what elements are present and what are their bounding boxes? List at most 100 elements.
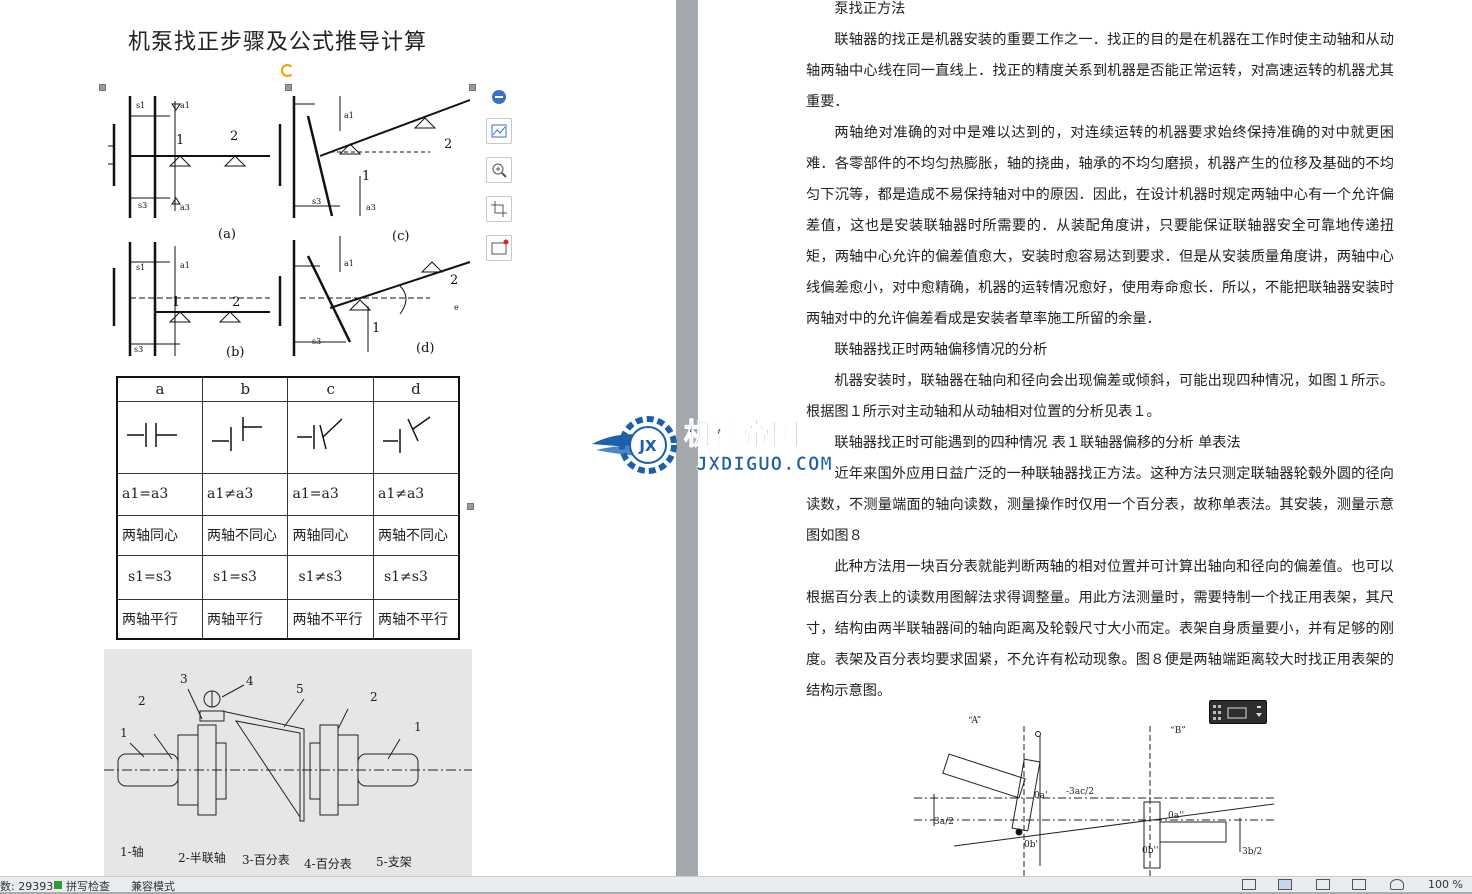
svg-text:(b): (b) (226, 345, 244, 360)
section-heading: 联轴器找正时可能遇到的四种情况 表１联轴器偏移的分析 单表法 (834, 435, 1241, 451)
outline-view-icon[interactable] (1316, 879, 1330, 890)
image-floating-toolbar (486, 90, 516, 274)
figure-label: -3ac/2 (1066, 787, 1094, 797)
table-cell: 两轴不平行 (287, 598, 374, 640)
table-header: c (287, 376, 374, 402)
figure-label: “B” (1170, 725, 1186, 736)
svg-text:2: 2 (232, 295, 240, 310)
figure-label: 0a'' (1168, 811, 1184, 821)
table-header: d (372, 376, 460, 402)
legend-item: 3-百分表 (242, 853, 290, 867)
svg-text:s3: s3 (138, 201, 147, 210)
resize-handle[interactable] (99, 84, 106, 91)
paragraph: 机器安装时，联轴器在轴向和径向会出现偏差或倾斜，可能出现四种情况，如图１所示。根… (806, 373, 1394, 420)
section-heading: 泵找正方法 (834, 1, 906, 17)
table-cell: s1=s3 (201, 554, 289, 600)
document-page-right[interactable]: 泵找正方法 联轴器的找正是机器安装的重要工作之一．找正的目的是在机器在工作时使主… (698, 0, 1472, 876)
rotate-handle-icon[interactable] (281, 64, 294, 77)
table-cell: a1≠a3 (201, 472, 289, 516)
table-header: b (201, 376, 289, 402)
svg-text:a3: a3 (366, 203, 376, 212)
input-method-widget[interactable] (1209, 700, 1267, 724)
table-cell: s1≠s3 (287, 554, 374, 600)
table-cell: 两轴不同心 (201, 514, 289, 556)
figure-label: 0a' (1034, 791, 1048, 801)
table-cell: a1=a3 (116, 472, 203, 516)
paragraph: 联轴器的找正是机器安装的重要工作之一．找正的目的是在机器在工作时使主动轴和从动轴… (806, 32, 1394, 110)
document-page-left[interactable]: 机泵找正步骤及公式推导计算 (0, 0, 676, 876)
figure-label: 0b' (1024, 840, 1038, 850)
part-number: 2 (370, 690, 378, 704)
part-number: 4 (246, 674, 254, 688)
figure-label: 3b/2 (1242, 847, 1262, 857)
coupling-symbol-c (287, 400, 374, 474)
figure-label: “A” (968, 715, 981, 726)
table-cell: s1=s3 (116, 554, 203, 600)
svg-text:s3: s3 (312, 337, 321, 346)
table-cell: 两轴同心 (116, 514, 203, 556)
table-cell: a1≠a3 (372, 472, 460, 516)
svg-text:s1: s1 (136, 263, 145, 272)
watermark-title: 机械帝国 (684, 417, 800, 451)
alignment-table: a b c d a1=a3 a1≠a3 a1=a3 a1≠a3 两轴同心 两轴不… (116, 376, 460, 640)
layout-options-icon[interactable] (486, 118, 512, 144)
part-number: 3 (180, 672, 188, 686)
table-cell: 两轴不平行 (372, 598, 460, 640)
crop-icon[interactable] (486, 196, 512, 222)
watermark-logo: JX 机械帝国 JXDIGUO.COM (592, 416, 833, 475)
zoom-in-icon[interactable] (486, 157, 512, 183)
fullscreen-view-icon[interactable] (1242, 879, 1256, 890)
svg-text:1: 1 (176, 133, 184, 148)
resize-handle[interactable] (469, 84, 476, 91)
svg-text:a1: a1 (180, 261, 190, 270)
section-heading: 联轴器找正时两轴偏移情况的分析 (834, 342, 1048, 358)
svg-text:s3: s3 (312, 197, 321, 206)
figure-label: 3a/2 (934, 817, 954, 827)
table-header: a (116, 376, 203, 402)
table-cell: 两轴不同心 (372, 514, 460, 556)
part-number: 1 (414, 720, 422, 734)
resize-handle[interactable] (285, 84, 292, 91)
web-view-icon[interactable] (1352, 879, 1366, 890)
svg-text:1: 1 (362, 169, 370, 184)
part-number: 1 (120, 726, 128, 740)
watermark-badge: JX (638, 437, 657, 455)
part-number: 2 (138, 694, 146, 708)
coupling-symbol-a (116, 400, 203, 474)
compat-mode-label: 兼容模式 (131, 880, 175, 893)
coupling-dial-figure[interactable]: 1 2 3 4 5 2 1 1-轴 2-半联轴 3-百分表 4-百分表 5-支架 (104, 649, 472, 876)
svg-text:(c): (c) (392, 229, 409, 244)
svg-text:2: 2 (230, 129, 238, 144)
figure-label: 0b'' (1142, 846, 1158, 856)
collapse-icon[interactable] (492, 90, 506, 104)
word-count[interactable]: 数: 29393 (0, 880, 54, 893)
legend-item: 4-百分表 (304, 857, 352, 871)
body-text: 泵找正方法 联轴器的找正是机器安装的重要工作之一．找正的目的是在机器在工作时使主… (806, 0, 1394, 707)
svg-text:a1: a1 (180, 101, 190, 110)
watermark-url: JXDIGUO.COM (696, 453, 833, 475)
svg-text:2: 2 (450, 273, 458, 288)
legend-item: 1-轴 (120, 844, 144, 859)
status-bar: 数: 29393 拼写检查 兼容模式 100 % (0, 876, 1472, 893)
page-title: 机泵找正步骤及公式推导计算 (128, 30, 428, 55)
document-workspace: 机泵找正步骤及公式推导计算 (0, 0, 1472, 876)
svg-text:a3: a3 (180, 203, 190, 212)
svg-text:s3: s3 (134, 345, 143, 354)
paragraph: 此种方法用一块百分表就能判断两轴的相对位置并可计算出轴向和径向的偏差值。也可以根… (806, 559, 1394, 699)
page-view-icon[interactable] (1278, 879, 1292, 890)
legend-item: 2-半联轴 (178, 850, 226, 865)
svg-text:a1: a1 (344, 259, 354, 268)
svg-text:(a): (a) (218, 227, 236, 242)
reading-mode-icon[interactable] (1390, 879, 1404, 890)
border-frame-icon[interactable] (486, 235, 512, 261)
table-cell: s1≠s3 (372, 554, 460, 600)
zoom-level[interactable]: 100 % (1428, 878, 1463, 891)
spell-check-toggle[interactable]: 拼写检查 (66, 880, 110, 893)
single-dial-method-figure[interactable]: “A” “B” 0a' 0b' -3ac/2 0a'' 0b'' 3a/2 3b… (914, 706, 1294, 876)
table-cell: 两轴同心 (287, 514, 374, 556)
svg-text:(d): (d) (416, 341, 434, 356)
resize-handle[interactable] (467, 503, 474, 510)
coupling-symbol-d (372, 400, 460, 474)
table-cell: 两轴平行 (116, 598, 203, 640)
